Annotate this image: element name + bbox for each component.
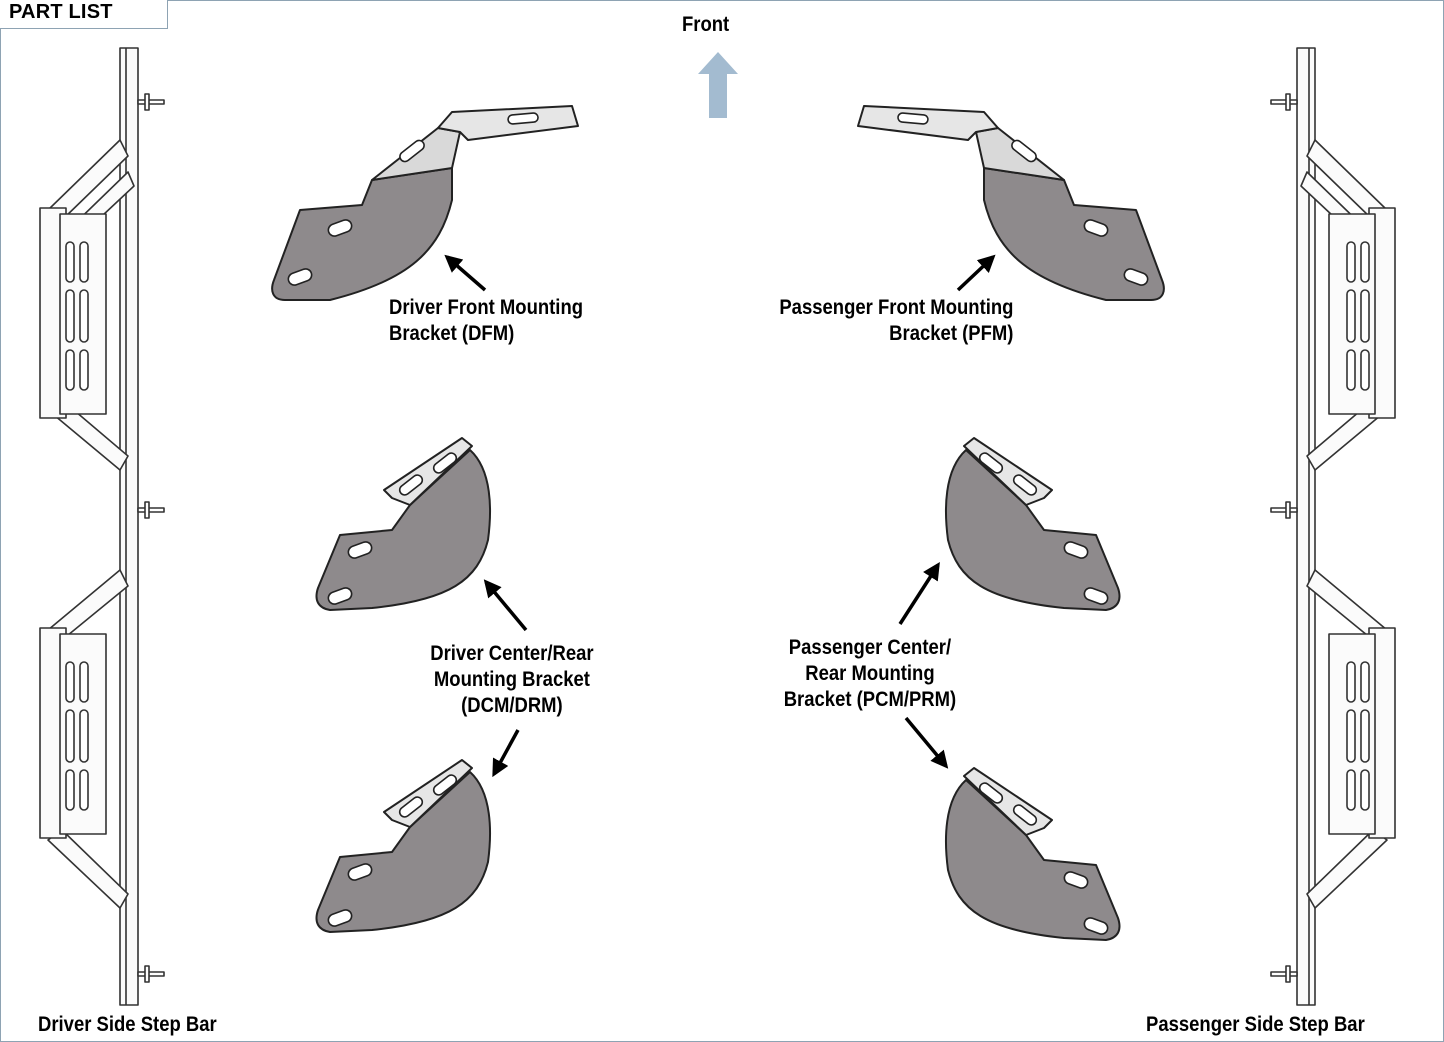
driver-front-bracket-label-line1: Driver Front Mounting bbox=[389, 296, 584, 319]
driver-step-bar-label: Driver Side Step Bar bbox=[38, 1013, 217, 1036]
drm-leader-arrow bbox=[492, 729, 520, 778]
passenger-front-bracket-drawing bbox=[857, 105, 1165, 301]
passenger-front-bracket-label-line2: Bracket (PFM) bbox=[889, 322, 1014, 345]
passenger-center-rear-bracket-label-line2: Rear Mounting bbox=[805, 662, 935, 685]
pfm-leader-arrow bbox=[956, 254, 996, 292]
dcm-leader-arrow bbox=[483, 579, 528, 632]
passenger-step-bar-drawing bbox=[1270, 47, 1396, 1006]
driver-center-rear-bracket-label: Driver Center/Rear Mounting Bracket (DCM… bbox=[416, 641, 608, 719]
driver-center-rear-bracket-label-line2: Mounting Bracket bbox=[433, 668, 590, 691]
passenger-center-rear-bracket-label-line1: Passenger Center/ bbox=[788, 636, 952, 659]
driver-center-rear-bracket-label-line3: (DCM/DRM) bbox=[461, 694, 563, 717]
passenger-center-bracket-drawing bbox=[944, 437, 1121, 611]
driver-front-bracket-label: Driver Front Mounting Bracket (DFM) bbox=[389, 295, 583, 347]
driver-step-bar-drawing bbox=[39, 47, 165, 1006]
driver-rear-bracket-drawing bbox=[315, 759, 492, 933]
part-list-header: PART LIST bbox=[0, 0, 168, 29]
front-arrow-icon bbox=[698, 52, 738, 118]
passenger-front-bracket-label-line1: Passenger Front Mounting bbox=[779, 296, 1014, 319]
dfm-leader-arrow bbox=[444, 254, 487, 292]
driver-center-bracket-drawing bbox=[315, 437, 492, 611]
front-label: Front bbox=[682, 13, 730, 36]
driver-center-rear-bracket-label-line1: Driver Center/Rear bbox=[430, 642, 594, 665]
passenger-rear-bracket-drawing bbox=[944, 767, 1121, 941]
pcm-leader-arrow bbox=[898, 562, 940, 625]
passenger-step-bar-label: Passenger Side Step Bar bbox=[1146, 1013, 1365, 1036]
passenger-center-rear-bracket-label: Passenger Center/ Rear Mounting Bracket … bbox=[767, 635, 973, 713]
prm-leader-arrow bbox=[904, 716, 949, 769]
driver-front-bracket-drawing bbox=[271, 105, 579, 301]
passenger-center-rear-bracket-label-line3: Bracket (PCM/PRM) bbox=[783, 688, 957, 711]
driver-front-bracket-label-line2: Bracket (DFM) bbox=[389, 322, 515, 345]
passenger-front-bracket-label: Passenger Front Mounting Bracket (PFM) bbox=[738, 295, 1013, 347]
